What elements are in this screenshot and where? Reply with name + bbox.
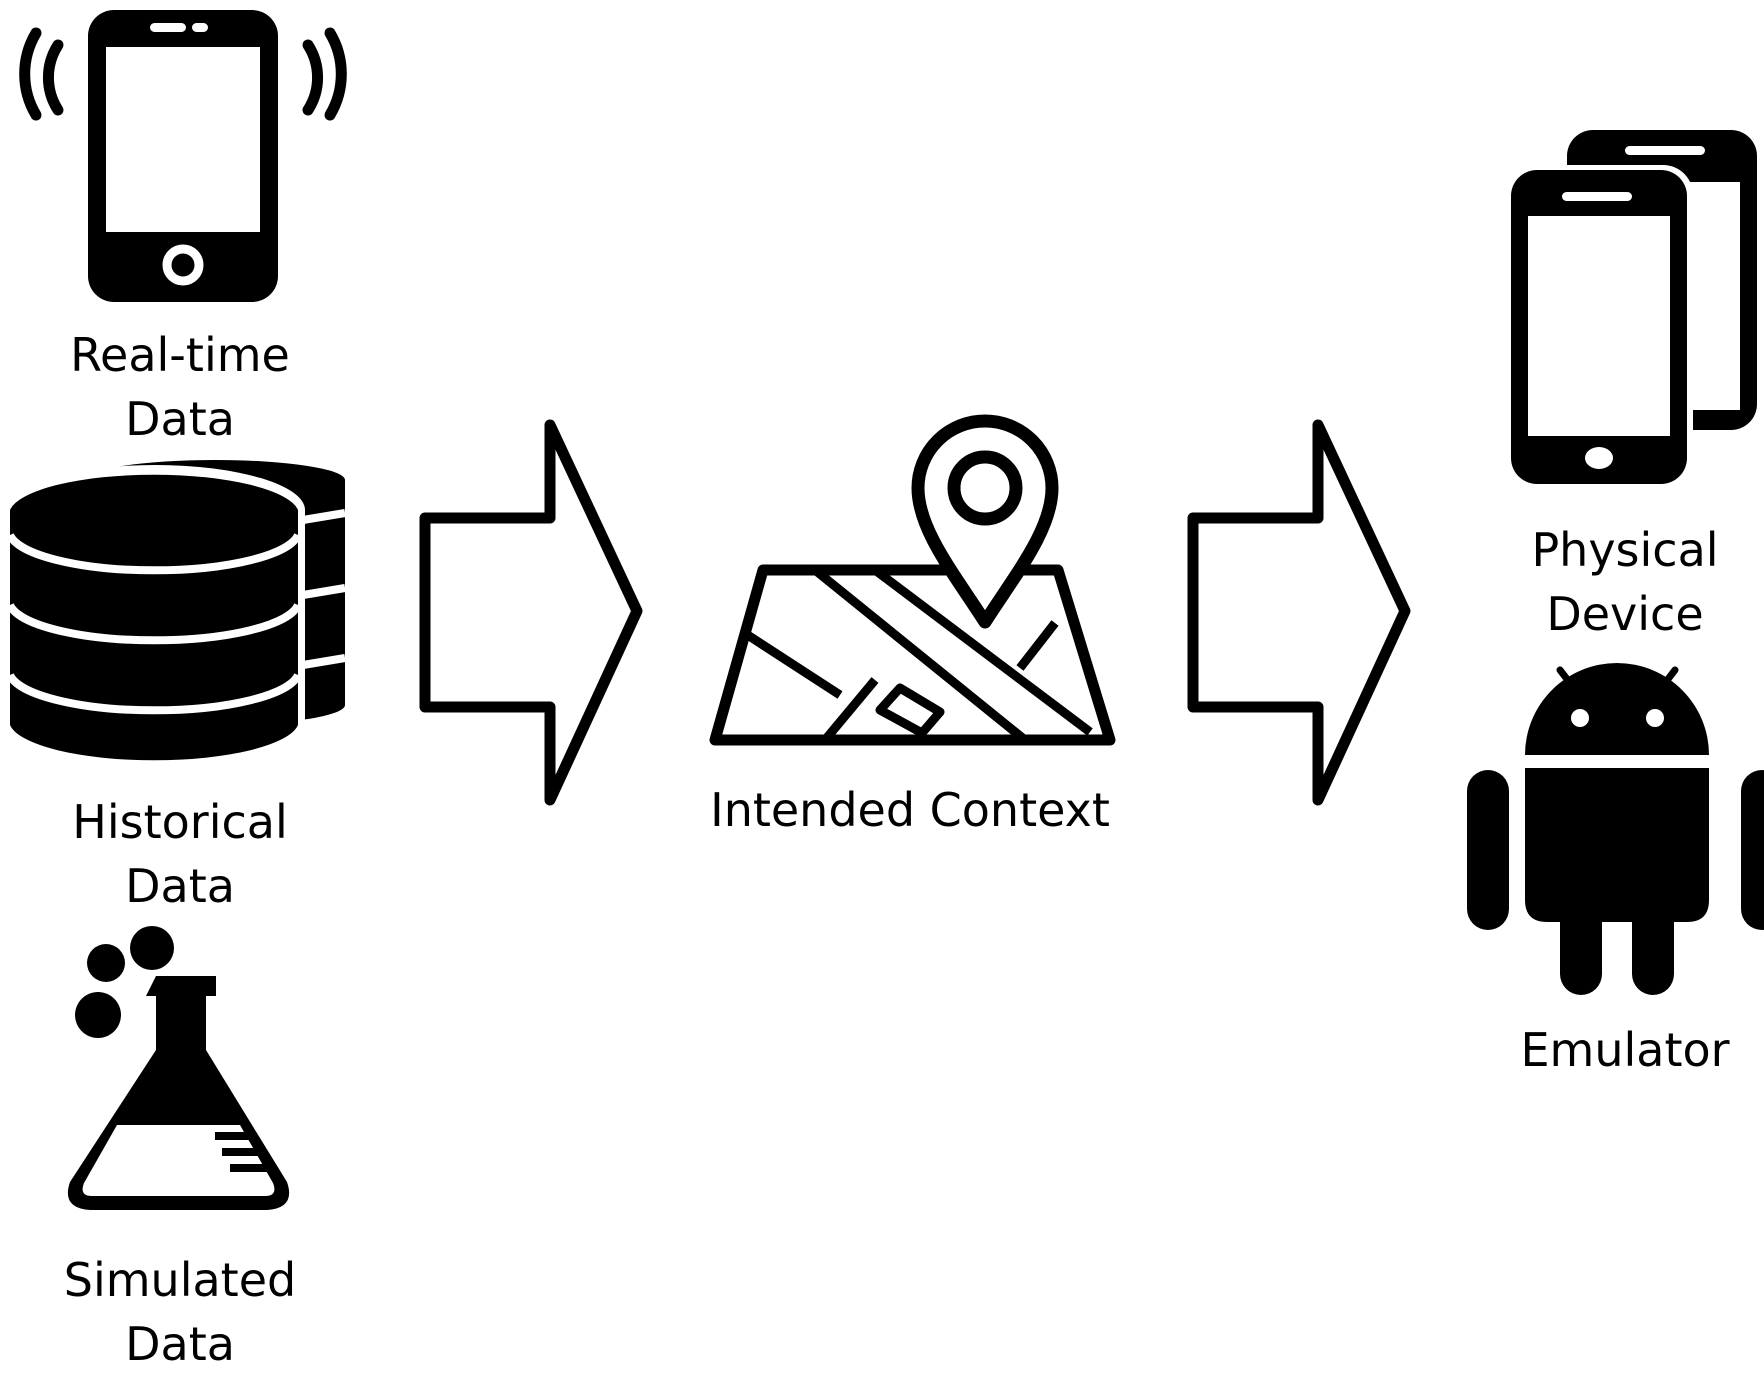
realtime-data-label-line2: Data <box>125 392 235 446</box>
emulator-label: Emulator <box>1465 1018 1764 1082</box>
flask-icon <box>67 926 290 1210</box>
simulated-data-label: Simulated Data <box>20 1248 340 1376</box>
arrow-right-icon <box>1187 419 1411 806</box>
emulator-label-line1: Emulator <box>1520 1023 1730 1077</box>
physical-device-label-line2: Device <box>1546 587 1704 641</box>
realtime-data-label-line1: Real-time <box>70 328 290 382</box>
simulated-data-label-line1: Simulated <box>63 1253 297 1307</box>
android-icon <box>1467 663 1764 995</box>
realtime-data-label: Real-time Data <box>20 323 340 451</box>
historical-data-label: Historical Data <box>20 790 340 918</box>
simulated-data-label-line2: Data <box>125 1317 235 1371</box>
map-pin-icon <box>709 414 1116 746</box>
historical-data-label-line1: Historical <box>72 795 288 849</box>
historical-data-label-line2: Data <box>125 859 235 913</box>
physical-device-label-line1: Physical <box>1531 523 1719 577</box>
arrow-right-icon <box>419 419 643 806</box>
smartphone-signal-icon <box>19 10 347 302</box>
intended-context-label-text: Intended Context <box>710 783 1110 837</box>
database-icon <box>5 460 346 765</box>
smartphones-icon <box>1505 130 1757 487</box>
intended-context-label: Intended Context <box>660 778 1160 842</box>
physical-device-label: Physical Device <box>1465 518 1764 646</box>
